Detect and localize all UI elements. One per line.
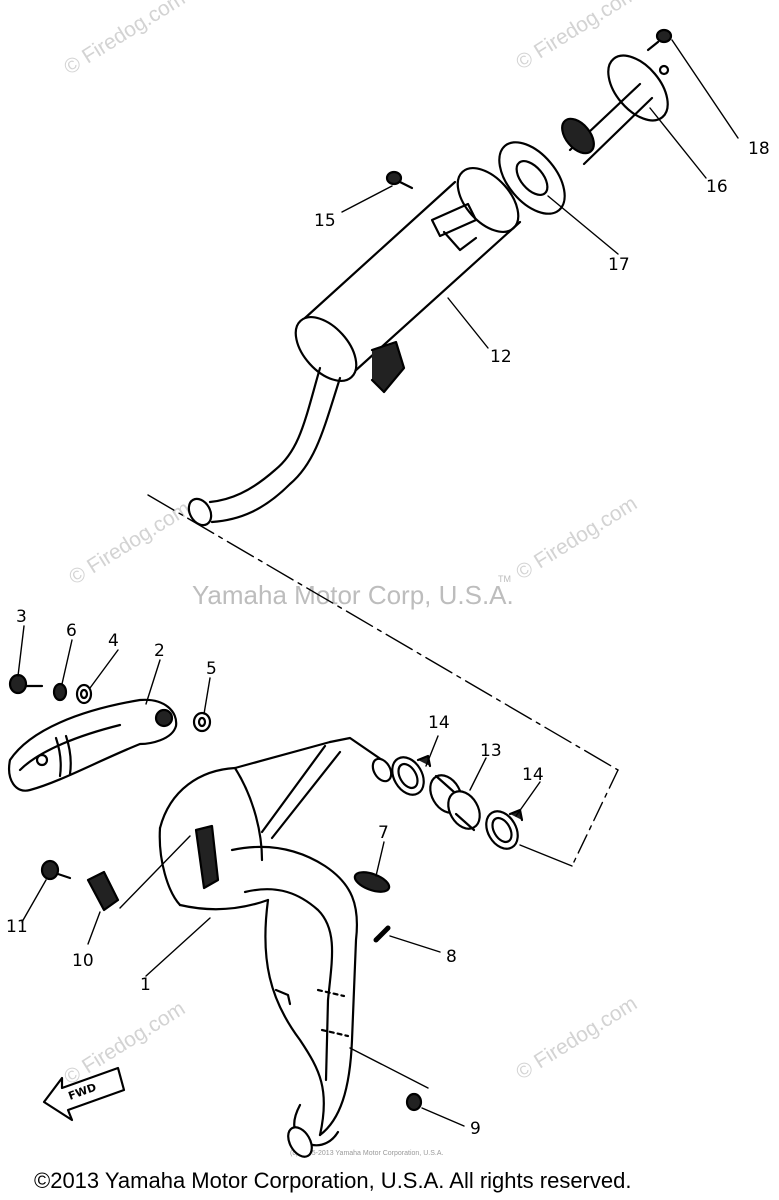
nut-part[interactable] [405,1092,423,1112]
callout-10: 10 [72,951,94,971]
callout-16: 16 [706,177,728,197]
callout-7: 7 [378,823,389,843]
bolt-part[interactable] [8,673,44,695]
callout-17: 17 [608,255,630,275]
end-cap-part[interactable] [556,45,679,166]
bracket-part[interactable] [86,870,120,912]
callout-2: 2 [154,641,165,661]
callout-11: 11 [6,917,28,937]
washer-part[interactable] [192,711,212,733]
small-watermark: (c) 2005-2013 Yamaha Motor Corporation, … [290,1150,444,1157]
callout-15: 15 [314,211,336,231]
exhaust-pipe-part[interactable] [158,736,395,1161]
callout-1: 1 [140,975,151,995]
silencer-part[interactable] [184,157,529,529]
callout-4: 4 [108,631,119,651]
bolt-part[interactable] [385,170,414,190]
callout-12: 12 [490,347,512,367]
damper-part[interactable] [352,868,391,895]
callout-18: 18 [748,139,770,159]
copyright-notice: ©2013 Yamaha Motor Corporation, U.S.A. A… [34,1168,632,1193]
stud-part[interactable] [373,925,391,943]
callout-8: 8 [446,947,457,967]
bolt-part[interactable] [40,859,72,881]
callout-5: 5 [206,659,217,679]
callout-14: 14 [428,713,450,733]
callout-9: 9 [470,1119,481,1139]
washer-part[interactable] [75,683,93,705]
fwd-arrow-icon [42,1066,126,1122]
callout-13: 13 [480,741,502,761]
gasket-part[interactable] [487,130,578,225]
callout-14: 14 [522,765,544,785]
bracket-part[interactable] [8,698,178,792]
joint-part[interactable] [424,770,486,835]
leader-lines [17,39,739,1127]
clamp-part[interactable] [386,752,432,801]
center-watermark: Yamaha Motor Corp, U.S.A. TM [192,574,514,610]
callout-3: 3 [16,607,27,627]
callout-6: 6 [66,621,77,641]
bolt-part[interactable] [646,28,673,52]
nut-part[interactable] [52,682,68,702]
